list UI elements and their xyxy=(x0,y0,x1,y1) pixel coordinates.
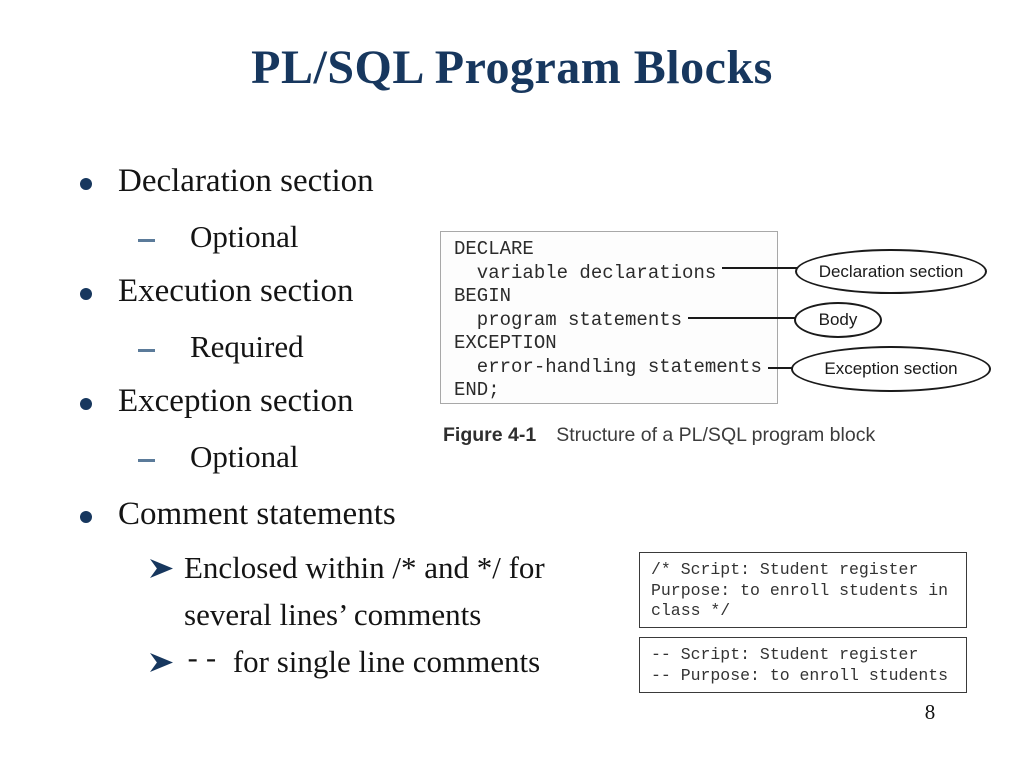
list-item: Exception section xyxy=(80,383,354,420)
figure-caption: Figure 4-1 Structure of a PL/SQL program … xyxy=(443,424,875,447)
code-line: EXCEPTION xyxy=(454,332,557,354)
code-line: BEGIN xyxy=(454,285,512,307)
oval-declaration-section: Declaration section xyxy=(795,249,987,294)
bullet-text: Execution section xyxy=(118,273,354,309)
list-item: Declaration section xyxy=(80,163,374,200)
list-item: Execution section xyxy=(80,273,354,310)
comment-line: -- Script: Student register xyxy=(651,645,919,664)
arrow-item-text: several lines’ comments xyxy=(184,597,482,632)
bullet-dot-icon xyxy=(80,511,92,523)
block-comment-example-box: /* Script: Student register Purpose: to … xyxy=(639,552,967,628)
code-line: END; xyxy=(454,379,500,401)
bullet-dot-icon xyxy=(80,288,92,300)
connector-line-exception xyxy=(768,367,800,369)
subbullet-text: Optional xyxy=(190,219,299,254)
dash-bullet-icon xyxy=(138,239,155,242)
dash-bullet-icon xyxy=(138,349,155,352)
code-line: DECLARE xyxy=(454,238,534,260)
arrow-item-text: for single line comments xyxy=(232,644,541,679)
list-subitem: Optional xyxy=(138,439,299,475)
comment-line: /* Script: Student register xyxy=(651,560,919,579)
comment-line: class */ xyxy=(651,601,731,620)
bullet-text: Comment statements xyxy=(118,496,396,532)
arrow-bullet-icon xyxy=(150,559,173,578)
oval-label: Body xyxy=(818,310,858,329)
list-item: Comment statements xyxy=(80,496,396,533)
page-number: 8 xyxy=(924,700,936,724)
oval-label: Declaration section xyxy=(818,261,964,281)
list-subitem: Required xyxy=(138,329,304,365)
list-arrow-item: -- for single line comments xyxy=(150,644,540,680)
bullet-text: Declaration section xyxy=(118,163,374,199)
code-line: error-handling statements xyxy=(454,355,762,378)
dash-bullet-icon xyxy=(138,459,155,462)
subbullet-text: Required xyxy=(190,329,304,364)
page-title: PL/SQL Program Blocks xyxy=(251,41,773,94)
comment-line: Purpose: to enroll students in xyxy=(651,580,949,600)
bullet-dot-icon xyxy=(80,398,92,410)
line-comment-example-box: -- Script: Student register -- Purpose: … xyxy=(639,637,967,693)
oval-exception-section: Exception section xyxy=(791,346,991,392)
bullet-text: Exception section xyxy=(118,383,354,419)
arrow-item-text: Enclosed within /* and */ for xyxy=(184,550,545,585)
subbullet-text: Optional xyxy=(190,439,299,474)
list-arrow-item-continuation: several lines’ comments xyxy=(184,597,481,633)
bullet-dot-icon xyxy=(80,178,92,190)
oval-body: Body xyxy=(794,302,882,338)
figure-caption-text: Structure of a PL/SQL program block xyxy=(556,424,876,446)
connector-line-declaration xyxy=(722,267,802,269)
connector-line-body xyxy=(688,317,802,319)
oval-label: Exception section xyxy=(824,359,958,378)
figure-caption-label: Figure 4-1 xyxy=(443,424,537,446)
list-subitem: Optional xyxy=(138,219,299,255)
list-arrow-item: Enclosed within /* and */ for xyxy=(150,550,545,586)
code-line: program statements xyxy=(454,308,683,331)
code-line: variable declarations xyxy=(454,261,717,284)
comment-line: -- Purpose: to enroll students xyxy=(651,665,949,685)
arrow-bullet-icon xyxy=(150,653,173,672)
comment-prefix-text: -- xyxy=(184,644,221,677)
